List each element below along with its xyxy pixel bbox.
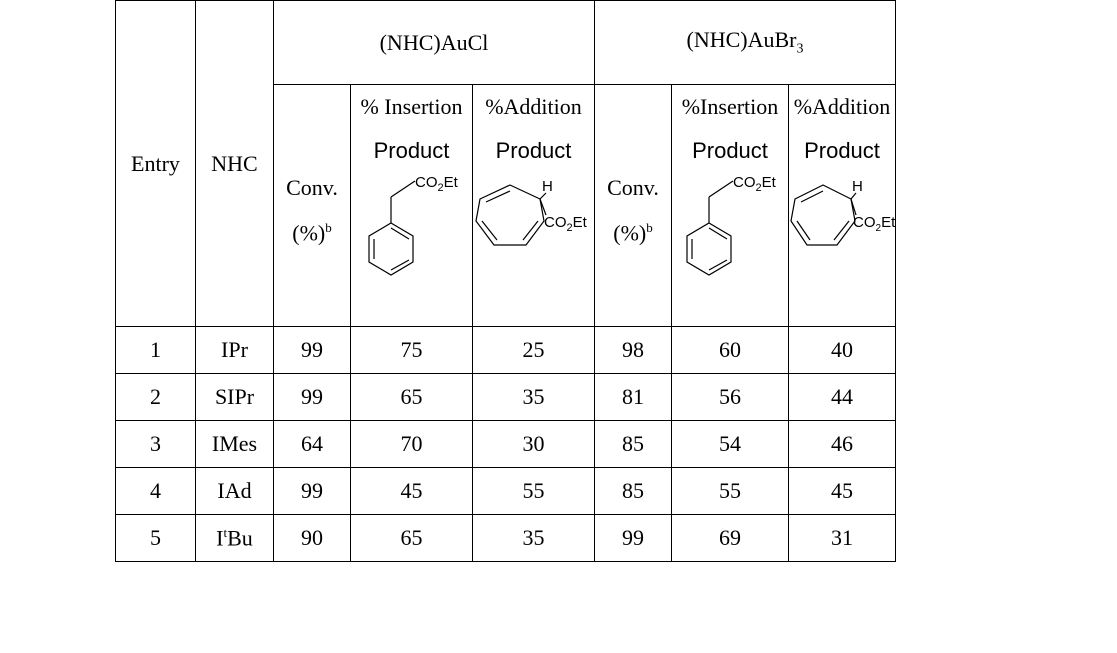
conv-cell: 90 <box>273 514 351 562</box>
conv-header-1: Conv. (%)b <box>273 84 351 327</box>
cycloheptatriene-structure-1: H CO2Et <box>474 178 588 246</box>
conv-cell: 85 <box>594 467 672 515</box>
conv-cell: 99 <box>594 514 672 562</box>
nhc-cell: SIPr <box>195 373 274 421</box>
addition-cell: 45 <box>788 467 896 515</box>
cycloheptatriene-structure-2: H CO2Et <box>790 178 895 246</box>
entry-cell: 3 <box>115 420 196 468</box>
results-table: Entry NHC (NHC)AuCl (NHC)AuBr3 Conv. (%)… <box>115 0 896 562</box>
addition-cell: 35 <box>472 373 595 421</box>
entry-header: Entry <box>115 0 196 327</box>
nhc-cell: ItBu <box>195 514 274 562</box>
addition-cell: 40 <box>788 326 896 374</box>
insertion-header-2: %Insertion Product CO2Et <box>671 84 789 327</box>
table-row: 4 IAd 99 45 55 85 55 45 <box>115 467 896 515</box>
insertion-cell: 65 <box>350 514 473 562</box>
addition-cell: 46 <box>788 420 896 468</box>
insertion-header-1: % Insertion Product CO2Et <box>350 84 473 327</box>
svg-text:CO2Et: CO2Et <box>733 175 777 194</box>
addition-cell: 30 <box>472 420 595 468</box>
addition-cell: 35 <box>472 514 595 562</box>
entry-cell: 5 <box>115 514 196 562</box>
insertion-cell: 55 <box>671 467 789 515</box>
insertion-cell: 60 <box>671 326 789 374</box>
svg-text:H: H <box>542 178 553 195</box>
addition-cell: 44 <box>788 373 896 421</box>
group-aucl-header: (NHC)AuCl <box>273 0 595 85</box>
conv-cell: 99 <box>273 326 351 374</box>
insertion-cell: 45 <box>350 467 473 515</box>
conv-cell: 85 <box>594 420 672 468</box>
addition-cell: 25 <box>472 326 595 374</box>
svg-text:CO2Et: CO2Et <box>544 214 588 234</box>
table-row: 2 SIPr 99 65 35 81 56 44 <box>115 373 896 421</box>
svg-text:CO2Et: CO2Et <box>853 214 895 234</box>
group-header-row: Entry NHC (NHC)AuCl (NHC)AuBr3 <box>115 0 896 327</box>
insertion-cell: 69 <box>671 514 789 562</box>
nhc-cell: IAd <box>195 467 274 515</box>
conv-header-2: Conv. (%)b <box>594 84 672 327</box>
insertion-cell: 70 <box>350 420 473 468</box>
entry-cell: 1 <box>115 326 196 374</box>
insertion-cell: 54 <box>671 420 789 468</box>
nhc-cell: IPr <box>195 326 274 374</box>
conv-cell: 99 <box>273 467 351 515</box>
conv-cell: 81 <box>594 373 672 421</box>
entry-cell: 2 <box>115 373 196 421</box>
addition-header-2: %Addition Product H CO2Et <box>788 84 896 327</box>
addition-header-1: %Addition Product H CO2Et <box>472 84 595 327</box>
table-row: 1 IPr 99 75 25 98 60 40 <box>115 326 896 374</box>
conv-cell: 99 <box>273 373 351 421</box>
insertion-cell: 65 <box>350 373 473 421</box>
addition-cell: 55 <box>472 467 595 515</box>
table-row: 5 ItBu 90 65 35 99 69 31 <box>115 514 896 562</box>
phenylacetate-structure-2: CO2Et <box>686 175 777 276</box>
svg-text:CO2Et: CO2Et <box>415 175 459 194</box>
entry-cell: 4 <box>115 467 196 515</box>
conv-cell: 98 <box>594 326 672 374</box>
insertion-cell: 56 <box>671 373 789 421</box>
nhc-cell: IMes <box>195 420 274 468</box>
conv-cell: 64 <box>273 420 351 468</box>
insertion-cell: 75 <box>350 326 473 374</box>
group-aubr3-header: (NHC)AuBr3 <box>594 0 896 85</box>
svg-text:H: H <box>852 178 863 195</box>
addition-cell: 31 <box>788 514 896 562</box>
table-row: 3 IMes 64 70 30 85 54 46 <box>115 420 896 468</box>
column-header-row: Conv. (%)b % Insertion Product CO2Et %Ad… <box>116 84 896 327</box>
nhc-header: NHC <box>195 0 274 327</box>
phenylacetate-structure-1: CO2Et <box>367 175 459 276</box>
